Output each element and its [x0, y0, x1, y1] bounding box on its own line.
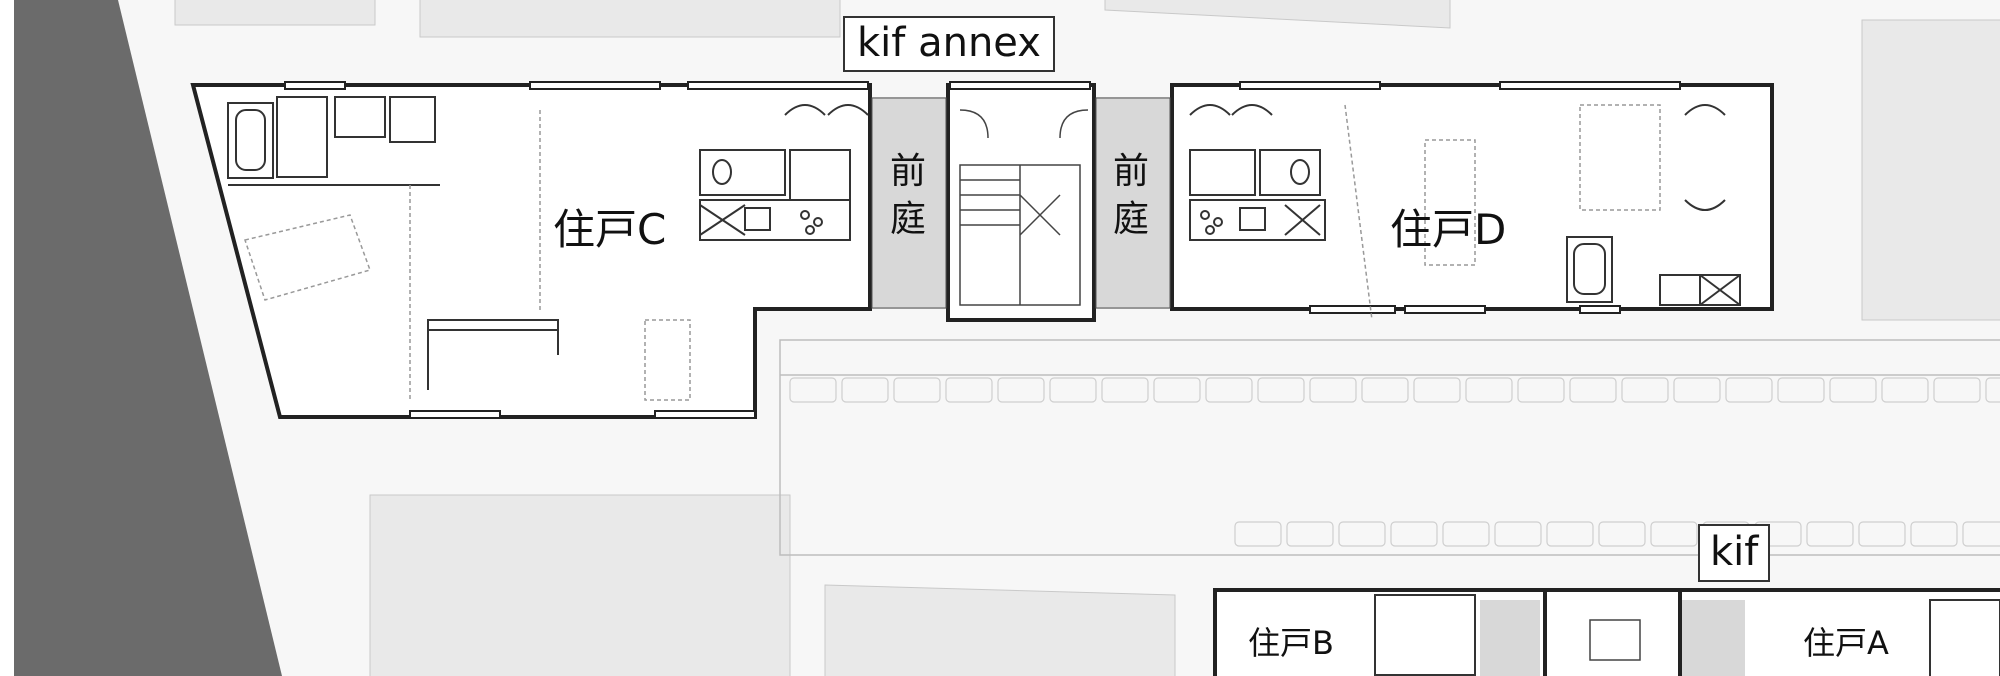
- furniture-unit-d: [1344, 104, 1661, 321]
- courtyard-label-right: 前 庭: [1113, 151, 1150, 240]
- parking-lot: [779, 339, 2000, 556]
- stairs: [959, 109, 1089, 306]
- courtyard-label-left: 前 庭: [890, 151, 927, 240]
- neighbor-buildings: [174, 0, 2000, 676]
- annex-building: [190, 81, 1774, 419]
- building-label-kif: kif: [1698, 524, 1771, 582]
- bath-unit-c: [227, 96, 440, 186]
- table-unit-c: [244, 110, 691, 401]
- road: [0, 0, 282, 676]
- kitchen-unit-d: [1189, 104, 1326, 241]
- unit-label-b: 住戸B: [1248, 624, 1334, 662]
- road-edge: [0, 0, 14, 676]
- bath-unit-d: [1566, 104, 1741, 306]
- windows: [284, 81, 1681, 419]
- unit-label-c: 住戸C: [553, 205, 667, 254]
- unit-c-outline: [190, 83, 872, 419]
- kif-stair-core: [1543, 588, 1682, 676]
- unit-label-a: 住戸A: [1803, 624, 1889, 662]
- kif-building: [1213, 588, 2000, 676]
- unit-label-d: 住戸D: [1390, 205, 1507, 254]
- sofa-unit-c: [427, 319, 559, 390]
- stair-core: [946, 83, 1096, 322]
- kitchen-unit-c: [699, 104, 869, 241]
- parking-stalls: [789, 377, 2000, 547]
- building-label-annex: kif annex: [843, 16, 1055, 72]
